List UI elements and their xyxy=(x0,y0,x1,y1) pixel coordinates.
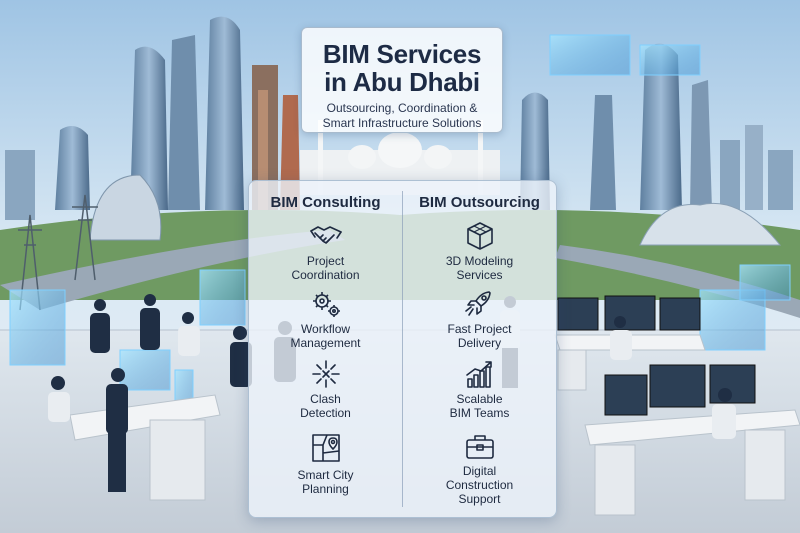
service-item: Project Coordination xyxy=(249,221,402,282)
skyline-right xyxy=(520,43,793,210)
column-heading-consulting: BIM Consulting xyxy=(270,194,381,211)
bim-consulting-column: BIM Consulting Project Coordination Wo xyxy=(249,181,402,496)
subtitle-line-1: Outsourcing, Coordination & xyxy=(326,101,478,115)
service-label: Smart City Planning xyxy=(297,468,354,496)
service-label: Clash Detection xyxy=(300,392,351,420)
service-label: 3D Modeling Services xyxy=(445,254,514,282)
services-panel: BIM Consulting Project Coordination Wo xyxy=(248,180,557,518)
service-label: Scalable BIM Teams xyxy=(449,392,510,420)
growth-chart-icon xyxy=(465,361,492,388)
toolbox-icon xyxy=(465,435,494,459)
gears-icon xyxy=(312,292,340,317)
service-item: Fast Project Delivery xyxy=(403,289,556,350)
title-line-2: in Abu Dhabi xyxy=(324,67,480,97)
subtitle: Outsourcing, Coordination & Smart Infras… xyxy=(302,101,502,131)
title-line-1: BIM Services xyxy=(322,39,482,69)
service-item: Clash Detection xyxy=(249,359,402,420)
service-label: Digital Construction Support xyxy=(445,464,514,506)
city-map-icon xyxy=(311,434,340,462)
service-item: Digital Construction Support xyxy=(403,431,556,506)
service-item: 3D Modeling Services xyxy=(403,221,556,282)
desk-right xyxy=(554,295,800,516)
cube-icon xyxy=(466,222,493,250)
service-label: Workflow Management xyxy=(290,322,361,350)
column-divider xyxy=(402,191,403,507)
column-heading-outsourcing: BIM Outsourcing xyxy=(419,194,540,211)
handshake-icon xyxy=(309,226,342,244)
title-card: BIM Services in Abu Dhabi Outsourcing, C… xyxy=(301,27,503,133)
service-label: Project Coordination xyxy=(291,254,360,282)
rocket-icon xyxy=(464,291,491,316)
hologram-screens xyxy=(9,34,791,421)
bim-outsourcing-column: BIM Outsourcing 3D Modeling Services Fas… xyxy=(403,181,556,506)
service-item: Scalable BIM Teams xyxy=(403,359,556,420)
service-item: Workflow Management xyxy=(249,289,402,350)
service-item: Smart City Planning xyxy=(249,431,402,496)
service-label: Fast Project Delivery xyxy=(447,322,512,350)
subtitle-line-2: Smart Infrastructure Solutions xyxy=(322,116,482,130)
clash-icon xyxy=(311,360,340,388)
power-pylons xyxy=(18,194,98,311)
